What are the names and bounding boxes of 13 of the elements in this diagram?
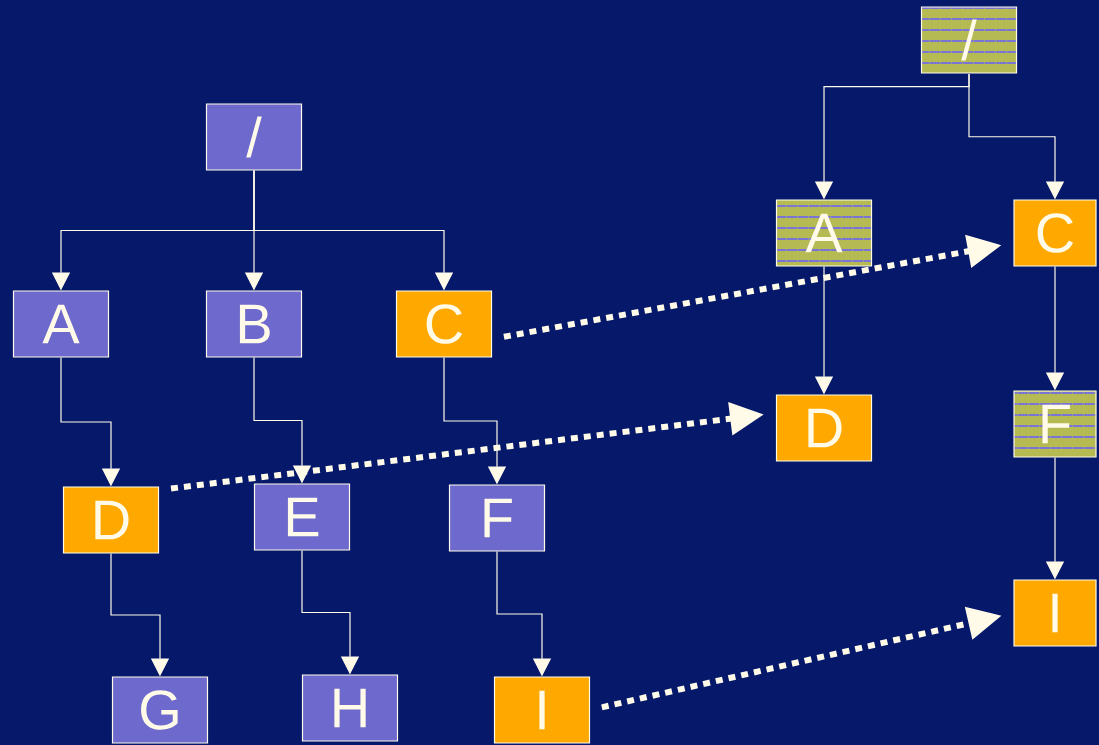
letter-box: F bbox=[448, 484, 546, 552]
letter-box: D bbox=[62, 486, 160, 554]
letter-box: G bbox=[111, 676, 209, 744]
letter-box: B bbox=[205, 290, 303, 358]
letter-box: D bbox=[775, 394, 873, 462]
letter-box: H bbox=[301, 674, 399, 742]
letter-box: C bbox=[395, 290, 493, 358]
letter-box: C bbox=[1013, 199, 1097, 267]
letter-box: E bbox=[253, 483, 351, 551]
letter-box: / bbox=[205, 103, 303, 171]
letter-box: I bbox=[493, 676, 591, 744]
letter-box: I bbox=[1013, 579, 1097, 647]
letter-box: A bbox=[12, 290, 110, 358]
